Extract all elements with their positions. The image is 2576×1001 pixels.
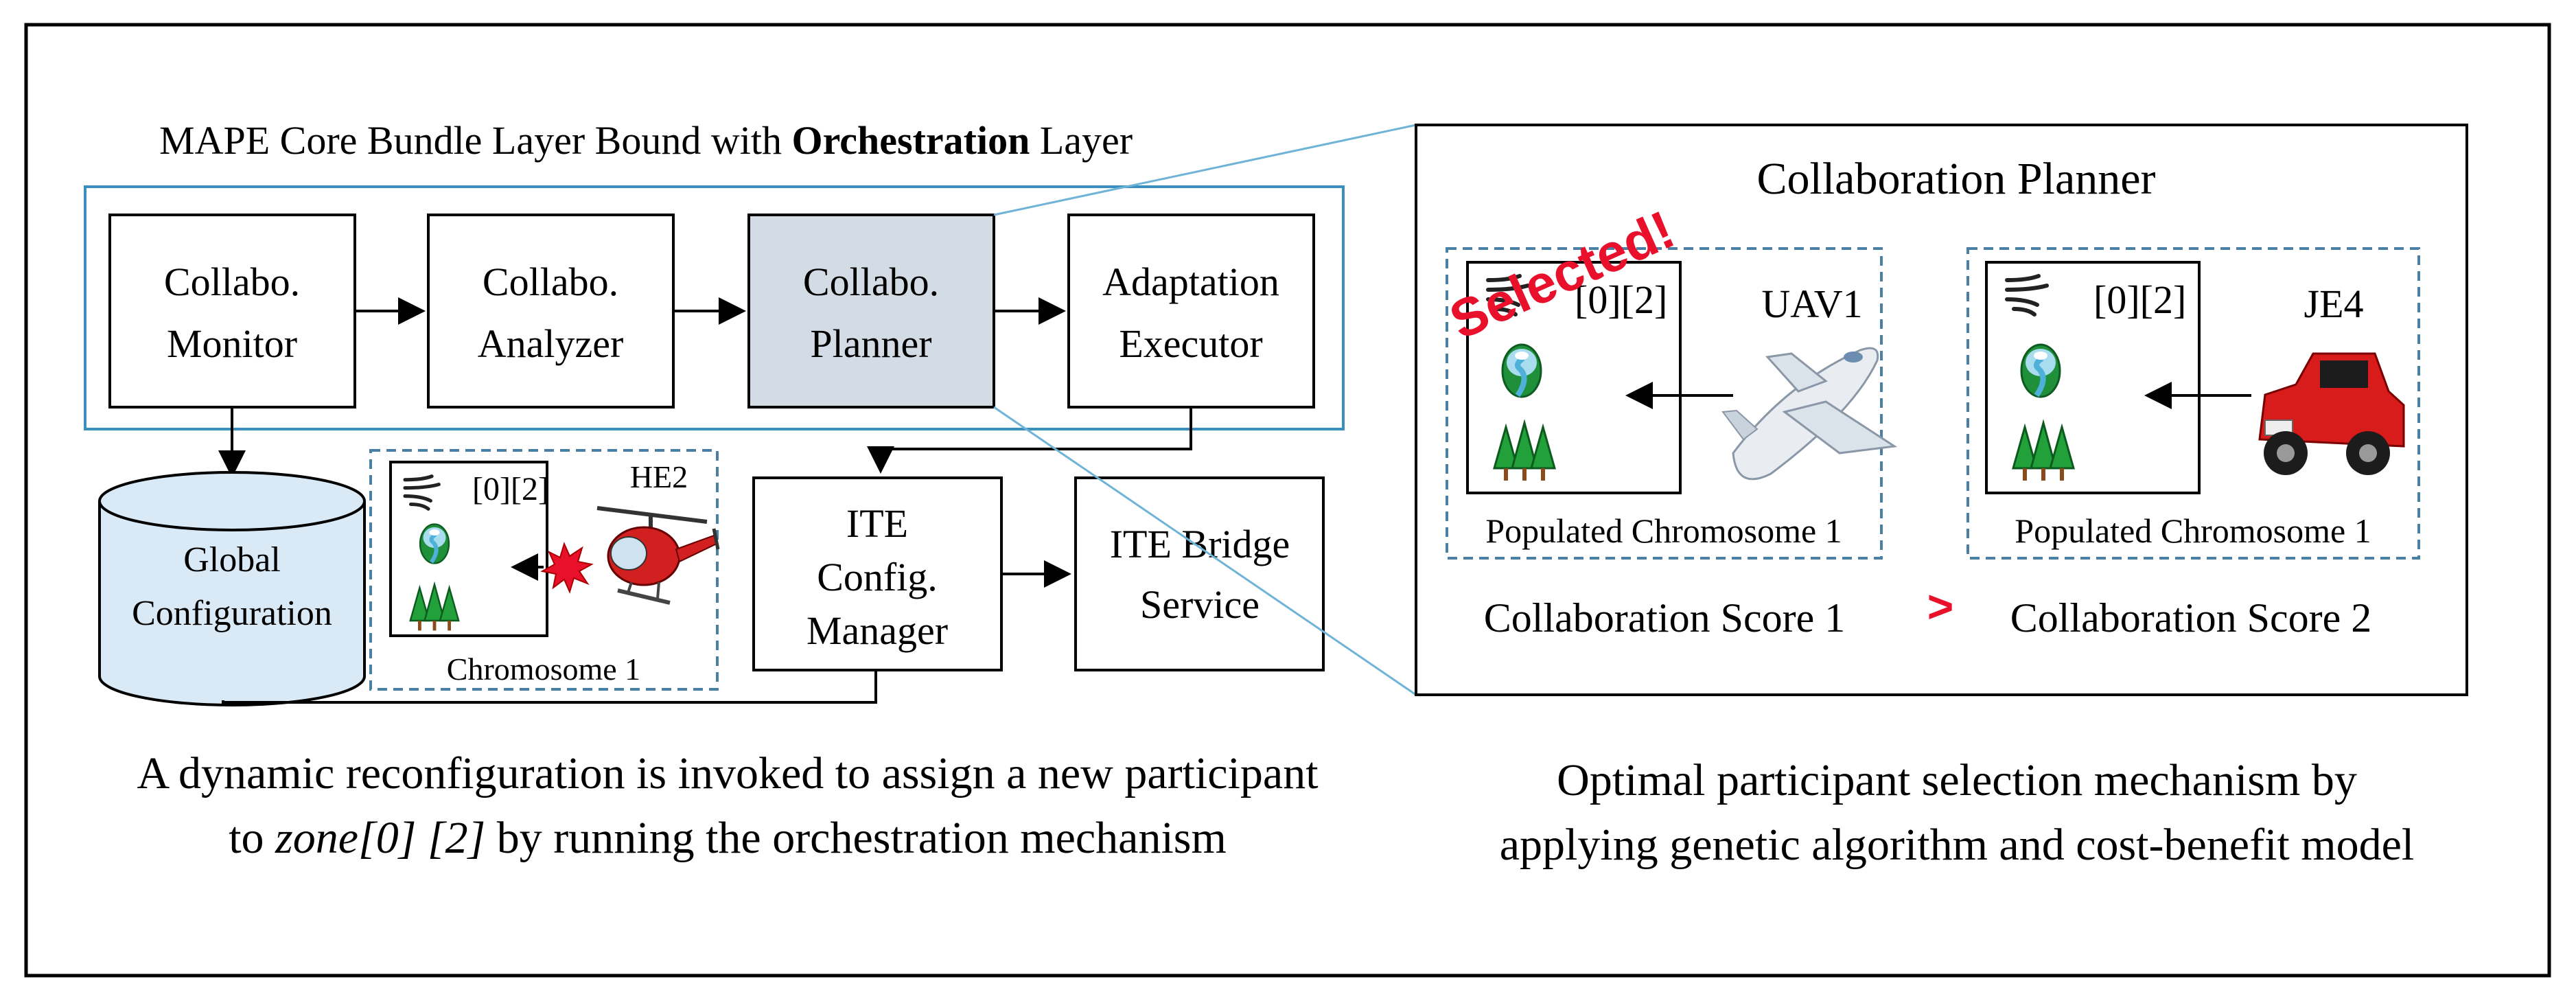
river-landscape-icon: [2021, 345, 2060, 397]
airplane-icon: [1721, 347, 1898, 481]
collabo-monitor-box: Collabo. Monitor: [108, 214, 356, 409]
chromosome-box-left: [0][2] HE2 Chromosome 1: [369, 449, 720, 691]
ite-config-manager-box: ITE Config. Manager: [752, 476, 1003, 671]
greater-than-symbol: >: [1927, 581, 1954, 632]
zone-label: [0][2]: [1575, 277, 1667, 322]
svg-text:Collabo.: Collabo.: [483, 260, 618, 304]
helicopter-icon: [596, 506, 720, 605]
svg-text:Service: Service: [1140, 582, 1260, 627]
svg-text:Collabo.: Collabo.: [803, 260, 939, 304]
collaboration-score-2: Collaboration Score 2: [2010, 595, 2372, 641]
zoom-line-top: [993, 124, 1417, 216]
connector-database-config-manager: [222, 671, 877, 704]
ite-bridge-service-box: ITE Bridge Service: [1074, 476, 1325, 671]
left-caption-line1: A dynamic reconfiguration is invoked to …: [137, 748, 1318, 798]
collaboration-score-1: Collaboration Score 1: [1484, 595, 1846, 641]
adaptation-executor-box: Adaptation Executor: [1067, 214, 1315, 409]
zoom-line-bottom: [993, 406, 1417, 696]
svg-text:Collabo.: Collabo.: [164, 260, 300, 304]
planner-title: Collaboration Planner: [1756, 154, 2155, 204]
chromosome-caption: Chromosome 1: [447, 652, 640, 687]
right-caption-line2: applying genetic algorithm and cost-bene…: [1500, 820, 2414, 870]
zone-label: [0][2]: [2093, 277, 2186, 322]
jeep-icon: [2258, 352, 2405, 475]
svg-text:Executor: Executor: [1119, 321, 1262, 366]
explosion-icon: [540, 542, 594, 594]
zone-label: [0][2]: [472, 471, 549, 507]
participant-label: UAV1: [1761, 281, 1862, 326]
svg-text:Analyzer: Analyzer: [478, 321, 624, 366]
participant-label: HE2: [630, 459, 688, 494]
left-caption-line2: to zone[0] [2] by running the orchestrat…: [229, 813, 1227, 863]
chromosome-caption: Populated Chromosome 1: [2015, 511, 2371, 550]
svg-text:ITE Bridge: ITE Bridge: [1110, 522, 1290, 566]
chromosome-box-b: [0][2] JE4 Populated Chromosome 1: [1966, 247, 2420, 560]
collabo-planner-box: Collabo. Planner: [747, 214, 995, 409]
right-caption-line1: Optimal participant selection mechanism …: [1557, 755, 2357, 805]
arrow-executor-config-manager: [867, 407, 1192, 474]
layer-title: MAPE Core Bundle Layer Bound with Orches…: [159, 118, 1133, 163]
svg-text:Config.: Config.: [817, 555, 938, 599]
outer-frame: [24, 23, 2551, 978]
svg-text:Configuration: Configuration: [132, 594, 332, 633]
svg-text:Planner: Planner: [810, 321, 931, 366]
svg-text:Global: Global: [183, 540, 281, 579]
svg-text:Adaptation: Adaptation: [1102, 260, 1279, 304]
svg-text:Monitor: Monitor: [167, 321, 297, 366]
svg-text:ITE: ITE: [846, 501, 908, 546]
svg-text:Manager: Manager: [807, 608, 948, 653]
participant-label: JE4: [2304, 281, 2364, 326]
river-landscape-icon: [420, 525, 449, 564]
collabo-analyzer-box: Collabo. Analyzer: [427, 214, 675, 409]
chromosome-caption: Populated Chromosome 1: [1485, 511, 1842, 550]
river-landscape-icon: [1502, 345, 1541, 397]
orchestration-layer-frame: [84, 185, 1345, 430]
global-configuration-database: Global Configuration: [98, 471, 366, 706]
chromosome-box-a: [0][2] UAV1 Populated Chromosome 1: [1446, 247, 1898, 560]
